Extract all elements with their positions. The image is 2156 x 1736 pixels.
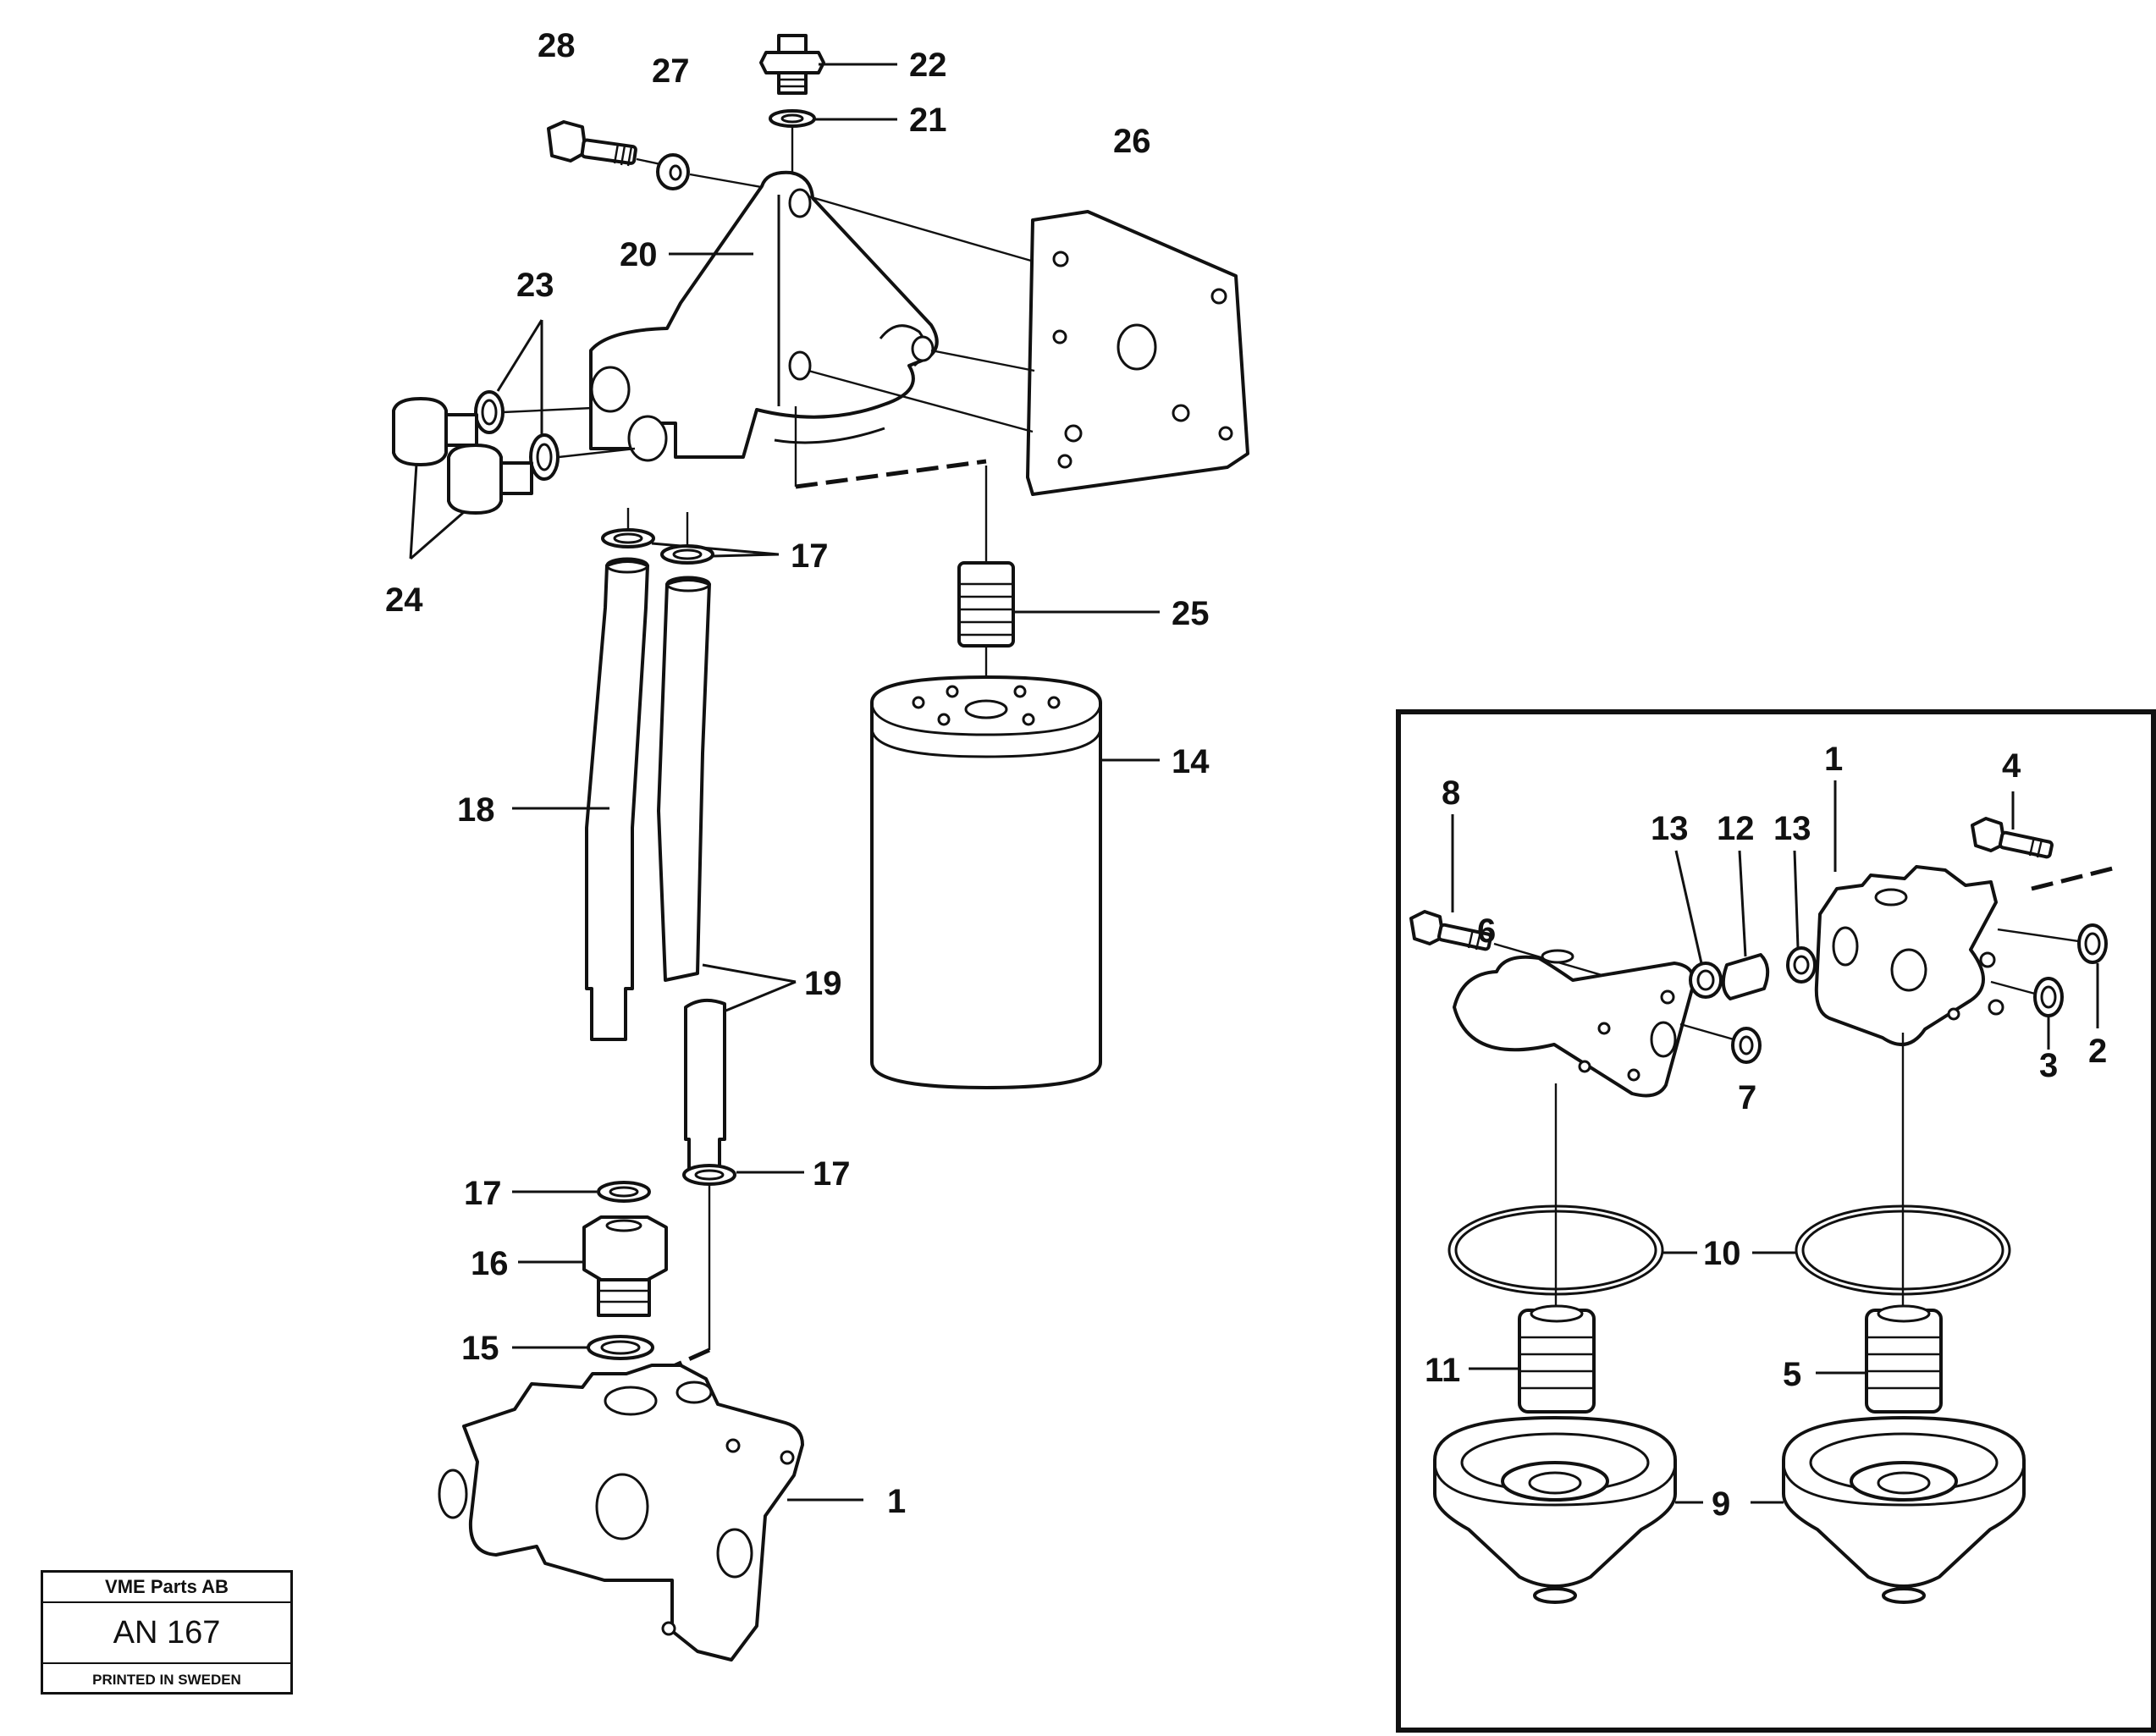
- callout-15: 15: [461, 1330, 499, 1367]
- inset-callout-1: 1: [1824, 741, 1843, 778]
- inset-part-5-nipple: [1865, 1304, 1943, 1414]
- inset-frame: [1396, 709, 2156, 1733]
- guide-26c: [808, 369, 1034, 433]
- inset-callout-6: 6: [1477, 912, 1496, 950]
- leader-17-top-b: [712, 553, 780, 558]
- callout-25: 25: [1172, 595, 1210, 632]
- part-28-bolt: [547, 120, 637, 167]
- part-26-mounting-plate: [1026, 210, 1249, 496]
- inset-callout-10: 10: [1703, 1235, 1741, 1272]
- callout-17-top: 17: [791, 537, 829, 575]
- guide-23b: [558, 447, 636, 459]
- callout-1-main: 1: [887, 1483, 906, 1520]
- inset-callout-13a: 13: [1651, 810, 1689, 847]
- inset-part-11-nipple: [1518, 1304, 1596, 1414]
- printed-note: PRINTED IN SWEDEN: [92, 1671, 241, 1688]
- callout-17-low-left: 17: [464, 1175, 502, 1212]
- callout-24: 24: [385, 581, 423, 619]
- part-18-pipe: [585, 557, 649, 1041]
- inset-callout-3: 3: [2039, 1047, 2058, 1084]
- part-21-washer: [769, 109, 816, 128]
- title-block: VME Parts AB AN 167 PRINTED IN SWEDEN: [41, 1570, 293, 1695]
- inset-callout-4: 4: [2002, 747, 2021, 785]
- guide-23a: [502, 406, 593, 414]
- callout-27: 27: [652, 52, 690, 90]
- guide-26a: [808, 195, 1032, 262]
- inset-callout-7: 7: [1738, 1079, 1756, 1116]
- part-14-filter: [870, 675, 1102, 1089]
- company-name: VME Parts AB: [43, 1573, 290, 1603]
- inset-callout-8: 8: [1442, 774, 1460, 812]
- callout-18: 18: [457, 791, 495, 829]
- inset-part-9-base-right: [1782, 1416, 2026, 1604]
- inset-leader-13b: [1793, 850, 1800, 949]
- part-27-washer: [656, 153, 690, 190]
- inset-part-1-head: [1814, 865, 2004, 1046]
- inset-callout-13b: 13: [1773, 810, 1811, 847]
- callout-14: 14: [1172, 743, 1210, 780]
- inset-part-13-right: [1786, 946, 1817, 984]
- part-20-bracket: [589, 170, 939, 462]
- inset-callout-9: 9: [1712, 1485, 1730, 1523]
- callout-28: 28: [538, 27, 576, 64]
- part-24-plugs: [392, 397, 533, 515]
- part-15-washer: [587, 1335, 654, 1360]
- inset-part-2-washer: [2077, 923, 2108, 964]
- part-22-nipple: [759, 34, 825, 95]
- inset-guide-3: [1990, 980, 2036, 995]
- inset-callout-12: 12: [1717, 810, 1755, 847]
- inset-part-3-washer: [2033, 977, 2064, 1017]
- callout-17-low-right: 17: [813, 1155, 851, 1193]
- inset-guide-7: [1679, 1022, 1734, 1041]
- inset-dashed-4: [2031, 865, 2117, 891]
- part-19-pipe: [657, 576, 726, 1175]
- callout-22: 22: [909, 47, 947, 84]
- inset-part-10-orings: [1447, 1204, 2011, 1296]
- inset-part-9-base-left: [1433, 1416, 1677, 1604]
- leader-19a: [702, 963, 797, 984]
- inset-leader-12: [1738, 850, 1747, 957]
- leader-19b: [723, 980, 797, 1013]
- guide-26b: [930, 349, 1035, 372]
- inset-callout-2: 2: [2088, 1033, 2107, 1070]
- dashed-connection-20-25: [795, 459, 987, 489]
- inset-part-6-cover: [1453, 949, 1696, 1098]
- inset-part-12-sleeve: [1721, 953, 1770, 1000]
- callout-20: 20: [620, 236, 658, 273]
- part-23-washers: [474, 390, 560, 481]
- inset-callout-5: 5: [1783, 1356, 1801, 1393]
- part-17-lower-washers: [597, 1164, 736, 1203]
- part-25-nipple: [957, 561, 1015, 648]
- leader-23a: [496, 319, 543, 392]
- inset-leader-13a: [1674, 850, 1703, 964]
- leader-17-top-a: [651, 542, 780, 556]
- inset-part-4-bolt: [1971, 817, 2054, 859]
- inset-callout-11: 11: [1425, 1352, 1460, 1389]
- guide-27: [689, 173, 767, 190]
- part-1-filter-head: [438, 1364, 804, 1662]
- callout-26: 26: [1113, 123, 1151, 160]
- callout-23: 23: [516, 267, 554, 304]
- part-16-adapter: [582, 1215, 668, 1317]
- inset-guide-2: [1997, 928, 2080, 943]
- leader-24b: [410, 510, 465, 560]
- inset-part-13-left: [1689, 962, 1723, 999]
- callout-16: 16: [471, 1245, 509, 1282]
- callout-21: 21: [909, 102, 947, 139]
- callout-19: 19: [804, 965, 842, 1002]
- inset-part-8-bolt: [1409, 910, 1492, 951]
- drawing-number: AN 167: [43, 1603, 290, 1664]
- leader-24a: [409, 463, 418, 559]
- inset-part-7-washer: [1731, 1027, 1762, 1064]
